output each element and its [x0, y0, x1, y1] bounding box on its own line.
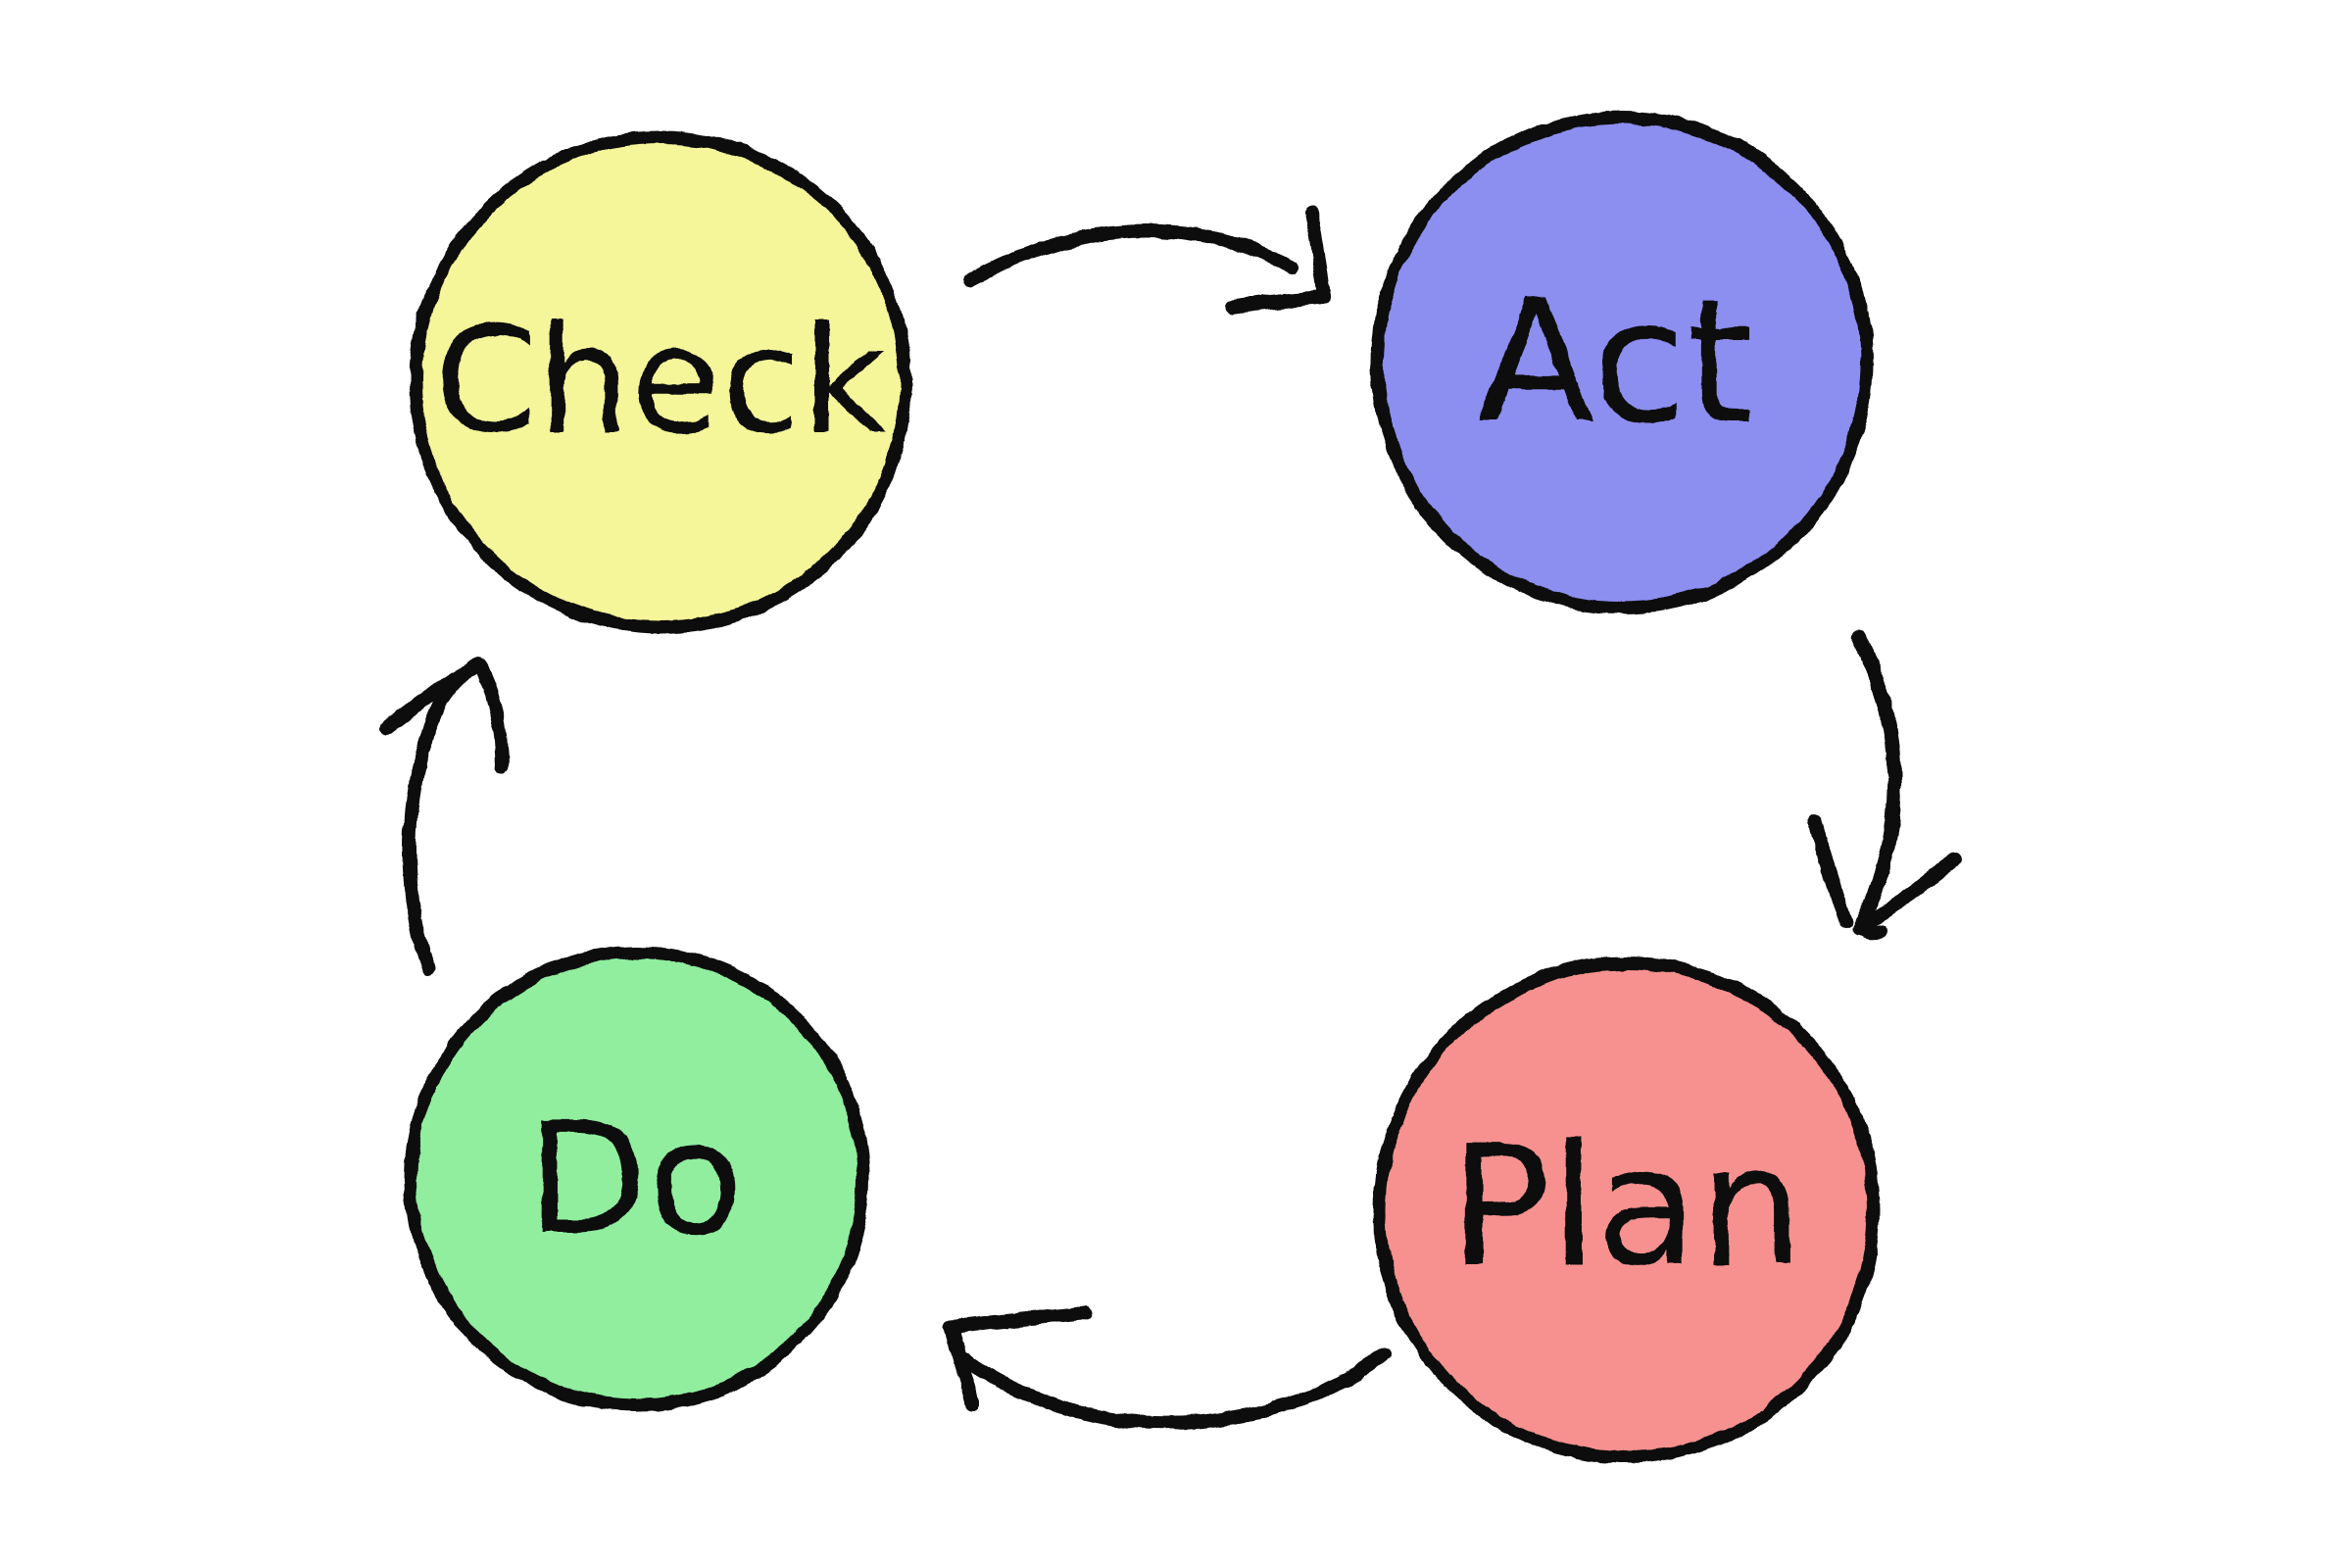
node-check-circle: [409, 130, 912, 634]
arrow-check-to-act-head-stroke-1: [1304, 205, 1332, 304]
arrow-act-to-plan-head-stroke-1: [1808, 814, 1852, 928]
node-do-label: Do: [526, 1087, 743, 1270]
arrow-check-to-act: [963, 223, 1298, 286]
arrow-check-to-act-head-stroke-2: [1226, 290, 1332, 314]
arrow-do-to-check: [403, 660, 510, 975]
node-plan-circle: [1373, 956, 1881, 1464]
node-plan-label: Plan: [1449, 1110, 1804, 1304]
arrow-do-to-check-head-stroke: [380, 659, 485, 734]
node-check-label: Check: [434, 296, 887, 466]
arrow-plan-to-do: [958, 1347, 1391, 1430]
node-act-circle: [1370, 111, 1874, 614]
node-do-circle: [404, 946, 870, 1412]
arrow-plan-to-do-head: [944, 1306, 1092, 1411]
arrow-act-to-plan-head-stroke-2: [1851, 853, 1962, 936]
arrow-act-to-plan: [1851, 630, 1902, 940]
node-act-label: Act: [1477, 264, 1752, 463]
